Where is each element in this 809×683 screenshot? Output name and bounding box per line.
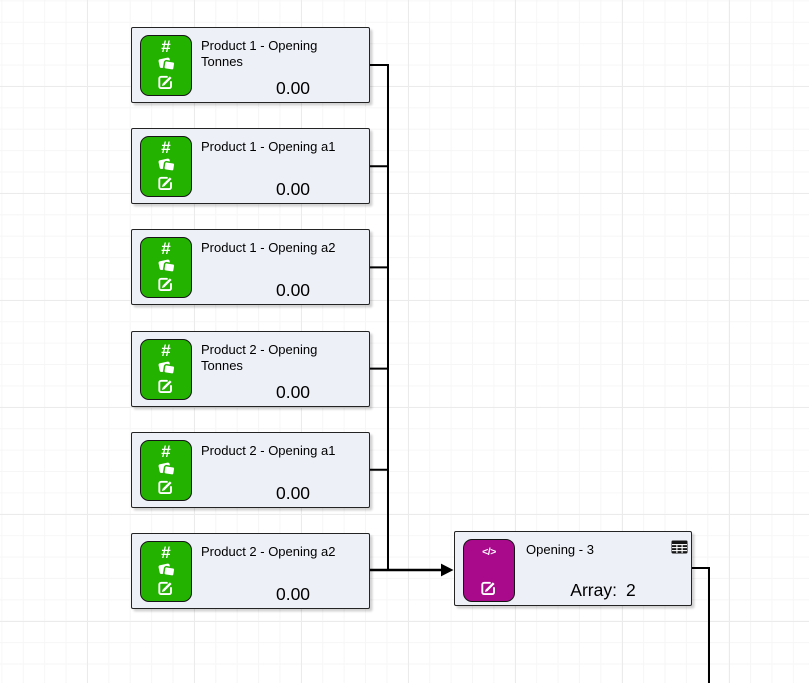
node-icon-block: #	[140, 136, 192, 198]
value-node[interactable]: # Product 2 - Opening a1 0.00	[131, 431, 370, 508]
hash-icon: #	[161, 37, 171, 56]
hash-icon: #	[161, 138, 171, 158]
node-icon-block: #	[140, 35, 192, 96]
edit-icon	[158, 480, 172, 494]
copy-icon	[158, 462, 176, 476]
copy-icon	[158, 57, 176, 71]
node-title: Product 2 - Opening a1	[201, 442, 336, 458]
result-node-title: Opening - 3	[526, 542, 594, 557]
node-value: 0.00	[275, 280, 311, 301]
edit-icon	[158, 75, 172, 90]
node-icon-block: #	[140, 439, 192, 501]
edit-icon	[481, 581, 495, 596]
edit-icon	[158, 379, 172, 393]
node-value: 0.00	[275, 179, 311, 200]
edge-arrowhead	[441, 563, 454, 577]
code-icon: </>	[482, 546, 496, 558]
hash-icon: #	[161, 543, 171, 562]
copy-icon	[158, 563, 176, 577]
node-icon-block: </>	[463, 539, 515, 602]
value-node[interactable]: # Product 1 - Opening a1 0.00	[131, 128, 370, 205]
edit-icon	[158, 278, 172, 292]
node-value: 0.00	[275, 381, 311, 402]
node-title: Product 1 - Opening a1	[201, 139, 336, 155]
value-node[interactable]: # Product 2 - Opening Tonnes 0.00	[131, 330, 370, 407]
result-node-value: Array: 2	[515, 580, 691, 601]
node-value: 0.00	[275, 584, 311, 604]
copy-icon	[158, 260, 176, 274]
result-value-number: 2	[625, 580, 636, 600]
hash-icon: #	[161, 441, 171, 461]
node-title: Product 2 - Opening Tonnes	[201, 341, 318, 373]
hash-icon: #	[161, 239, 171, 259]
edit-icon	[158, 177, 172, 191]
value-node[interactable]: # Product 1 - Opening Tonnes 0.00	[131, 27, 370, 103]
edge-output[interactable]	[692, 567, 710, 683]
node-icon-block: #	[140, 237, 192, 299]
node-title: Product 2 - Opening a2	[201, 544, 336, 559]
result-node[interactable]: </> Opening - 3 Array: 2	[454, 531, 692, 606]
node-icon-block: #	[140, 338, 192, 400]
node-icon-block: #	[140, 541, 192, 602]
node-title: Product 1 - Opening Tonnes	[201, 38, 318, 69]
node-value: 0.00	[275, 78, 311, 98]
result-value-prefix: Array:	[570, 580, 617, 600]
node-title: Product 1 - Opening a2	[201, 240, 336, 256]
edit-icon	[158, 581, 172, 596]
hash-icon: #	[161, 340, 171, 360]
value-node[interactable]: # Product 2 - Opening a2 0.00	[131, 533, 370, 609]
copy-icon	[158, 158, 176, 173]
value-node[interactable]: # Product 1 - Opening a2 0.00	[131, 229, 370, 306]
table-icon[interactable]	[671, 540, 688, 554]
copy-icon	[158, 361, 176, 375]
node-value: 0.00	[275, 482, 311, 503]
